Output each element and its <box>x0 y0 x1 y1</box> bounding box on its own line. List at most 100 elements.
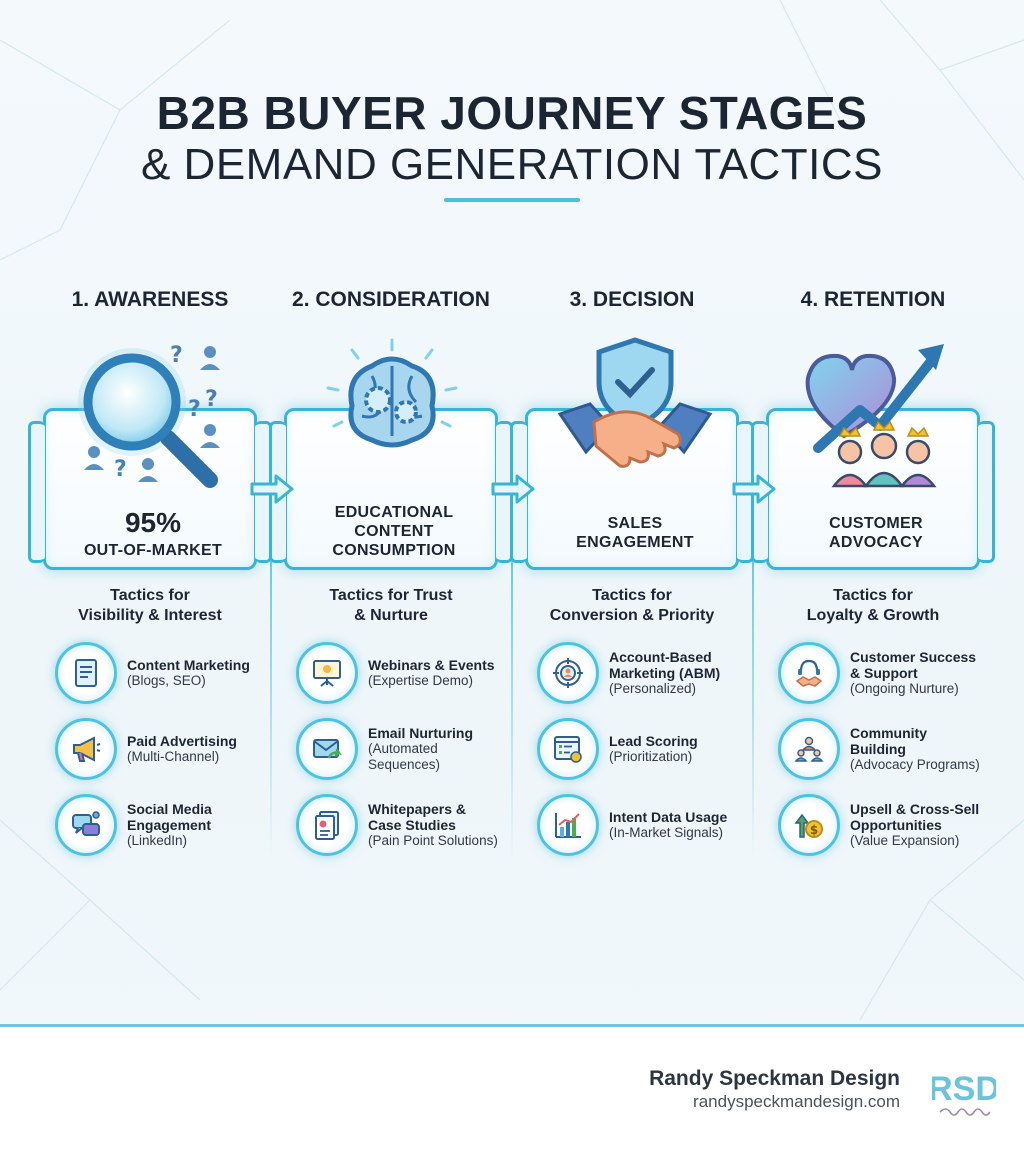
panel-line: ADVOCACY <box>829 534 923 551</box>
tactic-name: Building <box>850 741 906 757</box>
stage-title-consideration: 2. CONSIDERATION <box>292 288 490 311</box>
tactic-desc: (Pain Point Solutions) <box>368 833 498 848</box>
stage-title-retention: 4. RETENTION <box>800 288 946 311</box>
tactic-desc: (Advocacy Programs) <box>850 757 980 772</box>
rsd-logo: RSD <box>932 1070 996 1116</box>
heart-growth-customers-icon <box>805 344 944 488</box>
panel-line: OUT-OF-MARKET <box>83 542 223 559</box>
tactic-name: Community <box>850 725 927 741</box>
brand-name: Randy Speckman Design <box>649 1067 900 1090</box>
svg-text:?: ? <box>188 397 201 422</box>
arrow-right-icon <box>491 474 535 504</box>
tactic-name: Engagement <box>127 817 212 833</box>
column-divider <box>752 560 754 860</box>
logo-text: RSD <box>932 1070 996 1108</box>
tactic-paid-advertising: Paid Advertising(Multi-Channel) <box>55 718 295 782</box>
stat-value: 95% <box>124 507 182 538</box>
footer-divider <box>0 1024 1024 1027</box>
heading-line: Tactics for <box>592 587 672 604</box>
tactic-name: Account-Based <box>609 649 712 665</box>
stage-title-decision: 3. DECISION <box>569 288 695 311</box>
handshake-shield-icon <box>557 337 713 468</box>
tactics-heading-awareness: Tactics for Visibility & Interest <box>35 586 265 626</box>
panel-line: CUSTOMER <box>829 515 923 532</box>
tactic-desc: (In-Market Signals) <box>609 825 724 840</box>
headset-handshake-icon <box>778 642 840 704</box>
papers-icon <box>296 794 358 856</box>
tactic-name: Intent Data Usage <box>609 809 728 825</box>
tactic-customer-success: Customer Success& Support(Ongoing Nurtur… <box>778 642 1018 706</box>
tactic-name: Whitepapers & <box>368 801 467 817</box>
tactic-desc: (Prioritization) <box>609 749 693 764</box>
tactics-heading-consideration: Tactics for Trust & Nurture <box>276 586 506 626</box>
tactic-name: Opportunities <box>850 817 942 833</box>
svg-text:?: ? <box>114 457 127 482</box>
tactics-heading-retention: Tactics for Loyalty & Growth <box>758 586 988 626</box>
tactic-desc: (Value Expansion) <box>850 833 960 848</box>
panel-line: CONSUMPTION <box>332 542 456 559</box>
panel-line: SALES <box>607 515 663 532</box>
email-icon <box>296 718 358 780</box>
brain-gears-icon <box>326 338 458 448</box>
heading-line: Tactics for <box>833 587 913 604</box>
tactic-name: Content Marketing <box>127 657 250 673</box>
tactic-desc: Sequences) <box>368 757 441 772</box>
arrow-right-icon <box>250 474 294 504</box>
svg-text:?: ? <box>170 343 183 368</box>
tactic-name: Marketing (ABM) <box>609 665 721 681</box>
megaphone-icon <box>55 718 117 780</box>
checklist-icon <box>537 718 599 780</box>
panel-line: CONTENT <box>354 523 434 540</box>
tactic-desc: (Automated <box>368 741 438 756</box>
tactic-intent-data: Intent Data Usage(In-Market Signals) <box>537 794 777 858</box>
tactic-name: Customer Success <box>850 649 977 665</box>
tactic-content-marketing: Content Marketing(Blogs, SEO) <box>55 642 295 706</box>
title-line-1: B2B BUYER JOURNEY STAGES <box>156 87 868 139</box>
heading-line: Tactics for <box>110 587 190 604</box>
stage-title-awareness: 1. AWARENESS <box>71 288 229 311</box>
heading-line: Loyalty & Growth <box>806 607 940 624</box>
column-divider <box>270 560 272 860</box>
tactic-desc: (Expertise Demo) <box>368 673 474 688</box>
tactic-name: Email Nurturing <box>368 725 474 741</box>
panel-line: EDUCATIONAL <box>334 504 454 521</box>
tactic-name: & Support <box>850 665 918 681</box>
community-icon <box>778 718 840 780</box>
tactic-desc: (LinkedIn) <box>127 833 188 848</box>
stage-panel-retention: CUSTOMER ADVOCACY <box>751 408 995 570</box>
arrow-right-icon <box>732 474 776 504</box>
heading-line: Conversion & Priority <box>549 607 715 624</box>
panel-line: ENGAGEMENT <box>576 534 694 551</box>
tactic-desc: (Personalized) <box>609 681 697 696</box>
svg-text:$: $ <box>810 823 818 837</box>
presentation-board-icon <box>296 642 358 704</box>
heading-line: Tactics for Trust <box>329 587 453 604</box>
document-icon <box>55 642 117 704</box>
svg-text:?: ? <box>205 387 218 412</box>
brand-url[interactable]: randyspeckmandesign.com <box>693 1092 900 1111</box>
heading-line: Visibility & Interest <box>78 607 222 624</box>
tactic-name: Social Media <box>127 801 212 817</box>
tactic-name: Webinars & Events <box>368 657 495 673</box>
target-person-icon <box>537 642 599 704</box>
chat-bubbles-icon <box>55 794 117 856</box>
tactic-whitepapers: Whitepapers &Case Studies(Pain Point Sol… <box>296 794 536 858</box>
heading-line: & Nurture <box>354 607 428 624</box>
upsell-coin-icon: $ <box>778 794 840 856</box>
tactic-name: Upsell & Cross-Sell <box>850 801 980 817</box>
tactic-desc: (Multi-Channel) <box>127 749 220 764</box>
tactics-heading-decision: Tactics for Conversion & Priority <box>517 586 747 626</box>
footer <box>0 1027 1024 1154</box>
tactic-desc: (Ongoing Nurture) <box>850 681 959 696</box>
tactic-desc: (Blogs, SEO) <box>127 673 206 688</box>
column-divider <box>511 560 513 860</box>
bar-chart-icon <box>537 794 599 856</box>
tactic-name: Lead Scoring <box>609 733 698 749</box>
title-line-2: & DEMAND GENERATION TACTICS <box>140 140 883 189</box>
tactic-webinars: Webinars & Events(Expertise Demo) <box>296 642 536 706</box>
tactic-lead-scoring: Lead Scoring(Prioritization) <box>537 718 777 782</box>
